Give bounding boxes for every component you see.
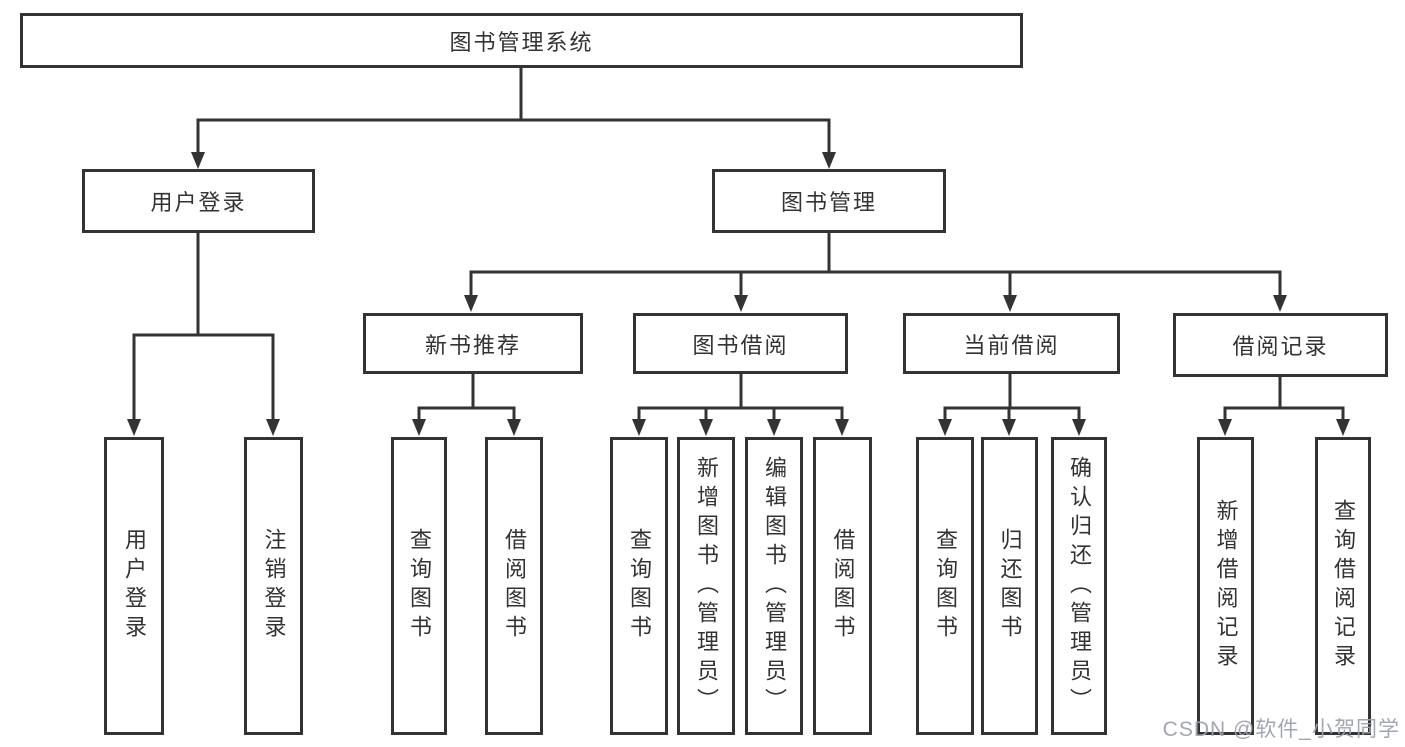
node-label: 编辑图书（管理员） [762, 455, 787, 717]
arrowhead-down [767, 419, 781, 436]
connector-borrow-records-to-children [1218, 377, 1350, 436]
node-label: 图书管理 [780, 190, 877, 215]
leaf-add-books-admin: 新增图书（管理员） [677, 437, 735, 735]
leaf-confirm-return-admin: 确认归还（管理员） [1051, 437, 1107, 735]
node-new-book-recommend: 新书推荐 [363, 313, 583, 374]
arrowhead-down [507, 419, 521, 436]
arrowhead-down [1218, 419, 1232, 436]
node-label: 当前借阅 [963, 332, 1060, 358]
leaf-query-books-current: 查询图书 [916, 437, 974, 735]
csdn-watermark: CSDN @软件_小贺同学 [1162, 718, 1400, 741]
leaf-query-books-borrowing: 查询图书 [610, 437, 668, 735]
arrowhead-down [734, 295, 748, 312]
node-label: 用户登录 [122, 528, 147, 644]
arrowhead-down [835, 419, 849, 436]
leaf-user-login: 用户登录 [104, 437, 164, 735]
arrowhead-down [1072, 419, 1086, 436]
arrowhead-down [191, 152, 205, 169]
node-label: 查询图书 [933, 528, 958, 644]
node-book-borrowing: 图书借阅 [633, 313, 848, 374]
arrowhead-down [632, 419, 646, 436]
arrowhead-down [1273, 295, 1287, 312]
arrowhead-down [464, 295, 478, 312]
arrowhead-down [412, 419, 426, 436]
node-label: 注销登录 [261, 528, 287, 644]
connector-root-to-level2 [191, 68, 836, 169]
leaf-return-books: 归还图书 [981, 437, 1038, 735]
node-borrowing-records: 借阅记录 [1173, 313, 1388, 377]
arrowhead-down [938, 419, 952, 436]
arrowhead-down [1003, 295, 1017, 312]
node-label: 新增借阅记录 [1213, 499, 1239, 673]
node-label: 查询图书 [627, 528, 652, 644]
connector-new-book-rec-to-children [412, 374, 521, 436]
node-label: 用户登录 [150, 190, 247, 215]
node-label: 新书推荐 [424, 332, 521, 358]
node-label: 图书管理系统 [449, 29, 594, 55]
arrowhead-down [127, 419, 141, 436]
leaf-borrow-books-borrowing: 借阅图书 [813, 437, 872, 735]
leaf-logout: 注销登录 [244, 437, 303, 735]
arrowhead-down [266, 419, 280, 436]
arrowhead-down [699, 419, 713, 436]
leaf-add-borrow-record: 新增借阅记录 [1197, 437, 1254, 735]
node-label: 查询借阅记录 [1331, 499, 1356, 673]
node-label: 借阅图书 [502, 528, 527, 644]
leaf-borrow-books-recommend: 借阅图书 [485, 437, 543, 735]
node-label: 借阅记录 [1232, 334, 1329, 359]
node-label: 借阅图书 [830, 528, 856, 644]
arrowhead-down [1336, 419, 1350, 436]
connector-book-borrow-to-children [632, 374, 849, 436]
arrowhead-down [822, 152, 836, 169]
node-label: 查询图书 [407, 528, 432, 644]
node-label: 确认归还（管理员） [1067, 455, 1092, 717]
leaf-query-books-recommend: 查询图书 [391, 437, 447, 735]
node-label: 归还图书 [997, 528, 1023, 644]
leaf-query-borrow-record: 查询借阅记录 [1315, 437, 1371, 735]
node-label: 新增图书（管理员） [694, 455, 719, 717]
node-book-management: 图书管理 [712, 169, 946, 233]
node-user-login: 用户登录 [82, 169, 315, 233]
node-current-borrowing: 当前借阅 [903, 313, 1120, 374]
connector-user-login-to-children [127, 233, 280, 436]
leaf-edit-books-admin: 编辑图书（管理员） [745, 437, 803, 735]
arrowhead-down [1002, 419, 1016, 436]
node-label: 图书借阅 [692, 332, 789, 358]
connector-current-borrow-to-children [938, 374, 1086, 436]
node-library-system: 图书管理系统 [20, 13, 1023, 68]
connector-book-mgmt-to-level3 [464, 233, 1287, 312]
